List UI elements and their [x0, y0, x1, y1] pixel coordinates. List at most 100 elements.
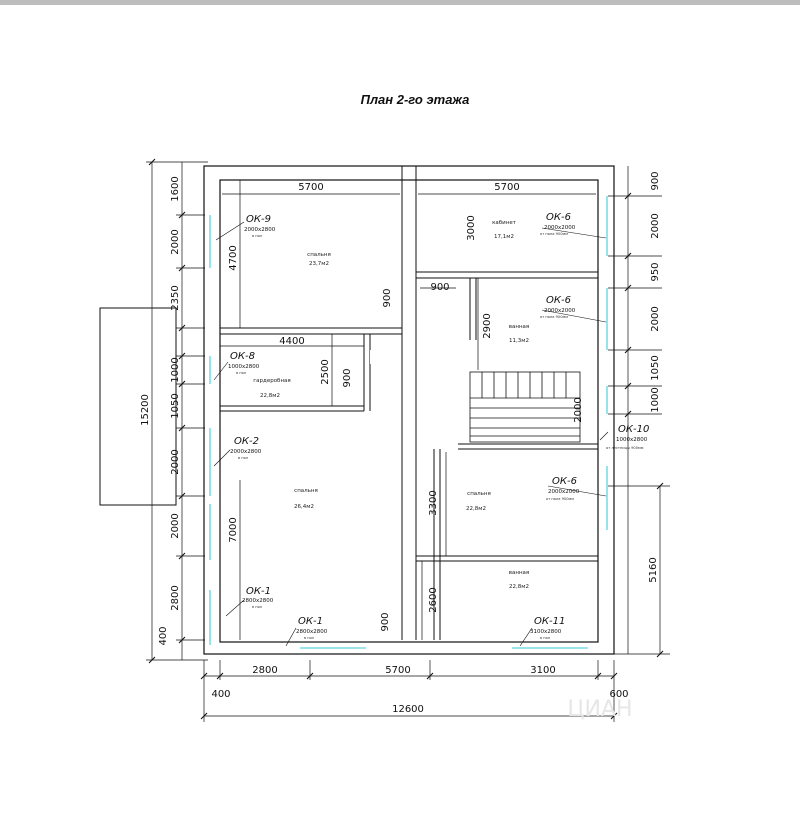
dim-inner-900d: 900: [380, 612, 391, 631]
dim-left-1600: 1600: [170, 176, 181, 201]
room-name: ванная: [509, 570, 529, 576]
window-label-ok1a: ОК-1 2800х2800 в пол: [242, 586, 274, 609]
window-note: в пол: [252, 605, 262, 609]
interior-walls: [220, 166, 598, 640]
room-wardrobe: гардеробная 22,8м2: [253, 378, 290, 399]
room-bathroom-1: ванная 11,3м2: [509, 324, 529, 344]
window-size: 2800х2800: [296, 629, 328, 635]
dim-inner-900a: 900: [382, 288, 393, 307]
window-size: 1000х2800: [616, 437, 648, 443]
dim-left-1050: 1050: [170, 393, 181, 418]
dim-right-5160: 5160: [648, 557, 659, 582]
room-name: спальня: [294, 488, 318, 494]
dim-inner-7000: 7000: [228, 517, 239, 542]
window-label-ok8: ОК-8 1000х2800 в пол: [228, 351, 260, 375]
window-name: ОК-10: [618, 424, 649, 435]
room-office: кабинет 17,1м2: [492, 220, 517, 240]
dim-inner-2500: 2500: [320, 359, 331, 384]
plan-title: План 2-го этажа: [360, 92, 470, 107]
room-bathroom-2: ванная 22,8м2: [509, 570, 529, 590]
window-note: от пола 900мм: [546, 497, 574, 501]
dim-inner-2000: 2000: [573, 397, 584, 422]
room-area: 17,1м2: [494, 234, 514, 240]
window-size: 1000х2800: [228, 364, 260, 370]
leader-lines: [213, 221, 609, 647]
dim-bottom-3100: 3100: [530, 665, 555, 676]
dim-left-total: 15200: [140, 394, 151, 426]
room-bedroom-2: спальня 26,4м2: [294, 488, 318, 510]
room-name: ванная: [509, 324, 529, 330]
room-name: спальня: [307, 252, 331, 258]
dim-inner-900c: 900: [342, 368, 353, 387]
dimension-lines: [146, 161, 670, 722]
dim-bottom-2800: 2800: [252, 665, 277, 676]
dim-right-950: 950: [650, 262, 661, 281]
dim-right-1000: 1000: [650, 387, 661, 412]
window-size: 2000х2800: [230, 449, 262, 455]
window-name: ОК-6: [546, 295, 571, 306]
dim-left-2000c: 2000: [170, 513, 181, 538]
balcony-outline: [99, 307, 177, 506]
room-area: 22,8м2: [260, 393, 280, 399]
window-name: ОК-6: [552, 476, 577, 487]
room-bedroom-3: спальня 22,8м2: [466, 491, 491, 512]
dim-bottom-total: 12600: [392, 704, 424, 715]
room-area: 22,8м2: [466, 506, 486, 512]
window-label-ok11: ОК-11 3100х2800 в пол: [530, 616, 565, 640]
dim-bottom-400: 400: [211, 689, 230, 700]
window-note: от пола 900мм: [540, 232, 568, 236]
room-area: 22,8м2: [509, 584, 529, 590]
room-bedroom-1: спальня 23,7м2: [307, 252, 331, 267]
exterior-walls: [203, 165, 615, 655]
dimension-ticks: [148, 158, 664, 720]
window-size: 2000х2000: [544, 308, 576, 314]
window-note: в пол: [304, 636, 314, 640]
dim-inner-900b: 900: [430, 282, 449, 293]
window-label-ok2: ОК-2 2000х2800 в пол: [230, 436, 262, 460]
window-note: в пол: [540, 636, 550, 640]
dim-bottom-5700: 5700: [385, 665, 410, 676]
dim-bottom-600: 600: [609, 689, 628, 700]
window-size: 3100х2800: [530, 629, 562, 635]
window-label-ok6a: ОК-6 2000х2000 от пола 900мм: [540, 212, 576, 236]
dim-right-2000b: 2000: [650, 306, 661, 331]
dim-top-left: 5700: [298, 182, 323, 193]
window-note: от лестницы 900мм: [606, 446, 644, 450]
window-name: ОК-6: [546, 212, 571, 223]
dim-left-2000b: 2000: [170, 449, 181, 474]
window-note: в пол: [238, 456, 248, 460]
room-area: 11,3м2: [509, 338, 529, 344]
window-name: ОК-8: [230, 351, 255, 362]
window-label-ok10: ОК-10 1000х2800 от лестницы 900мм: [606, 424, 649, 450]
window-label-ok6c: ОК-6 2000х2000 от пола 900мм: [546, 476, 580, 501]
staircase: [469, 371, 581, 443]
dim-left-2800: 2800: [170, 585, 181, 610]
window-size: 2000х2000: [544, 225, 576, 231]
room-name: спальня: [467, 491, 491, 497]
dim-left-1000a: 1000: [170, 357, 181, 382]
watermark: ЦИАН: [567, 697, 632, 722]
dim-inner-4400: 4400: [279, 336, 304, 347]
dim-inner-2900: 2900: [482, 313, 493, 338]
dim-top-right: 5700: [494, 182, 519, 193]
dim-left-400: 400: [158, 626, 169, 645]
dim-inner-3000: 3000: [466, 215, 477, 240]
window-name: ОК-1: [298, 616, 323, 627]
window-name: ОК-9: [246, 214, 271, 225]
dim-right-900: 900: [650, 171, 661, 190]
window-name: ОК-11: [534, 616, 565, 627]
top-border: [0, 0, 800, 5]
dim-left-2350: 2350: [170, 285, 181, 310]
dim-inner-4700: 4700: [228, 245, 239, 270]
window-note: в пол: [236, 371, 246, 375]
window-label-ok9: ОК-9 2000х2800 в пол: [244, 214, 276, 238]
dim-inner-3300: 3300: [428, 490, 439, 515]
window-name: ОК-1: [246, 586, 271, 597]
room-name: гардеробная: [253, 378, 290, 384]
dim-left-2000a: 2000: [170, 229, 181, 254]
windows-marks: [209, 196, 608, 649]
window-note: от пола 900мм: [540, 315, 568, 319]
room-area: 23,7м2: [309, 261, 329, 267]
window-note: в пол: [252, 234, 262, 238]
